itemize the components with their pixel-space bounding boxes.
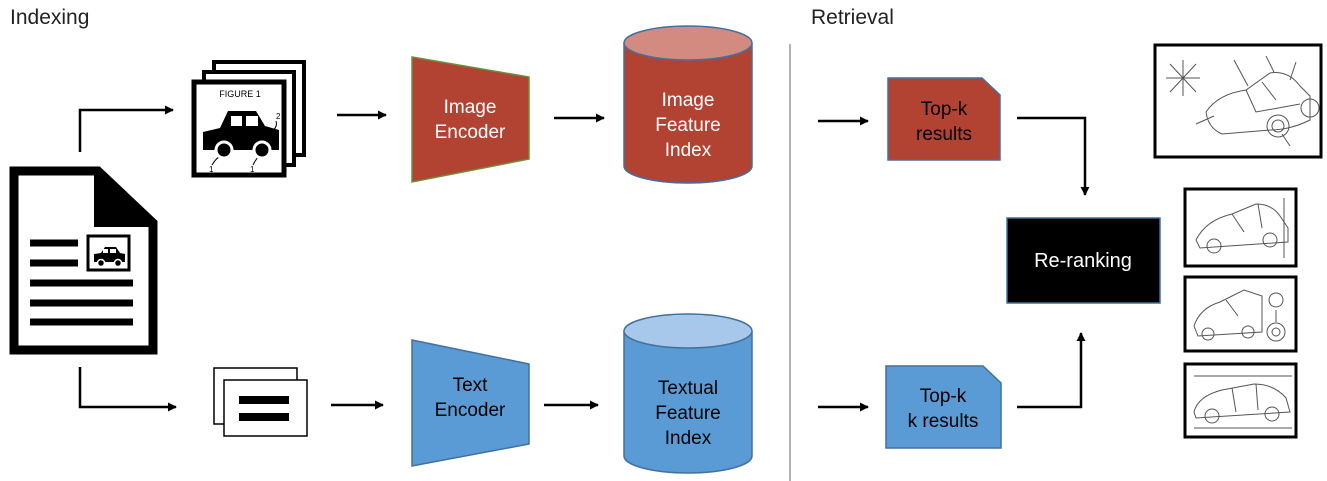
figure-marker-2: 2 bbox=[276, 112, 281, 121]
text-index-label-line2: Feature bbox=[655, 403, 720, 424]
text-encoder-label-line2: Encoder bbox=[435, 400, 506, 421]
image-topk-label-line1: Top-k bbox=[921, 99, 968, 120]
text-topk-results: Top-k k results bbox=[885, 365, 1002, 449]
image-encoder-label-line1: Image bbox=[444, 97, 497, 118]
text-encoder: Text Encoder bbox=[411, 339, 530, 467]
image-index-label-line3: Index bbox=[665, 140, 712, 161]
text-topk-to-rerank-arrow bbox=[1017, 332, 1086, 409]
figure-marker-1a: 1 bbox=[209, 165, 214, 174]
image-topk-label-line2: results bbox=[916, 124, 972, 145]
image-topk-results: Top-k results bbox=[887, 77, 1001, 161]
image-index-label-line2: Feature bbox=[655, 115, 720, 136]
document-to-text-arrow bbox=[78, 367, 177, 412]
car-icon bbox=[94, 247, 125, 268]
text-topk-label-line2: k results bbox=[908, 411, 979, 432]
figure-stack-icon: FIGURE 1 2 1 1 bbox=[191, 60, 306, 178]
text-index-label-line3: Index bbox=[665, 428, 712, 449]
image-topk-to-rerank-arrow bbox=[1017, 116, 1090, 196]
retrieved-figure-top bbox=[1153, 43, 1323, 159]
figure-caption: FIGURE 1 bbox=[219, 89, 261, 99]
text-stack-icon bbox=[213, 367, 308, 437]
textual-feature-index: Textual Feature Index bbox=[623, 313, 753, 474]
figure-marker-1b: 1 bbox=[250, 165, 255, 174]
retrieval-title: Retrieval bbox=[811, 6, 894, 29]
text-index-label-line1: Textual bbox=[658, 378, 718, 399]
image-index-label-line1: Image bbox=[662, 90, 715, 111]
retrieved-figure-1 bbox=[1183, 187, 1298, 268]
retrieved-figure-3 bbox=[1183, 362, 1298, 439]
text-topk-label-line1: Top-k bbox=[920, 386, 967, 407]
figure-car-icon bbox=[203, 111, 279, 160]
document-to-figures-arrow bbox=[78, 105, 174, 152]
image-feature-index: Image Feature Index bbox=[623, 25, 753, 184]
image-encoder-label-line2: Encoder bbox=[435, 122, 506, 143]
patent-document-icon bbox=[9, 166, 158, 355]
text-encoder-label-line1: Text bbox=[453, 375, 489, 396]
reranking-box: Re-ranking bbox=[1006, 217, 1161, 304]
retrieved-figure-2 bbox=[1183, 275, 1298, 353]
reranking-label: Re-ranking bbox=[1034, 250, 1132, 272]
image-encoder: Image Encoder bbox=[411, 56, 530, 183]
indexing-title: Indexing bbox=[10, 6, 90, 29]
